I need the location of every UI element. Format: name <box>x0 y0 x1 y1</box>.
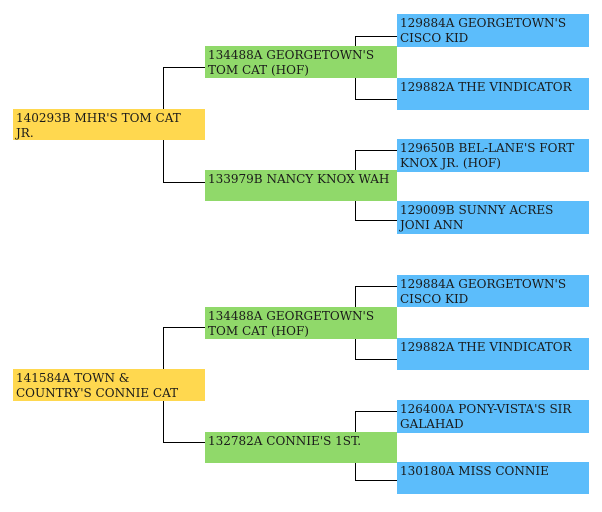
connector-line <box>355 150 397 151</box>
sire-dam-name: 129882A THE VINDICATOR <box>400 340 572 354</box>
sire-name: 134488A GEORGETOWN'S TOM CAT (HOF) <box>208 48 375 77</box>
dam-dam-box[interactable]: 130180A MISS CONNIE <box>397 462 589 494</box>
sire-box[interactable]: 134488A GEORGETOWN'S TOM CAT (HOF) <box>205 46 397 78</box>
subject-name: 141584A TOWN & COUNTRY'S CONNIE CAT <box>16 371 179 400</box>
dam-box[interactable]: 133979B NANCY KNOX WAH <box>205 170 397 201</box>
sire-dam-name: 129882A THE VINDICATOR <box>400 80 572 94</box>
subject-box[interactable]: 140293B MHR'S TOM CAT JR. <box>13 109 205 140</box>
sire-dam-box[interactable]: 129882A THE VINDICATOR <box>397 338 589 370</box>
connector-line <box>163 327 205 328</box>
dam-sire-name: 126400A PONY-VISTA'S SIR GALAHAD <box>400 402 572 431</box>
sire-sire-box[interactable]: 129884A GEORGETOWN'S CISCO KID <box>397 14 589 47</box>
connector-line <box>355 286 397 287</box>
dam-box[interactable]: 132782A CONNIE'S 1ST. <box>205 432 397 463</box>
dam-name: 132782A CONNIE'S 1ST. <box>208 434 362 448</box>
dam-sire-box[interactable]: 126400A PONY-VISTA'S SIR GALAHAD <box>397 400 589 433</box>
subject-box[interactable]: 141584A TOWN & COUNTRY'S CONNIE CAT <box>13 369 205 401</box>
connector-line <box>355 99 397 100</box>
dam-name: 133979B NANCY KNOX WAH <box>208 172 390 186</box>
sire-sire-box[interactable]: 129884A GEORGETOWN'S CISCO KID <box>397 275 589 307</box>
connector-line <box>163 182 205 183</box>
dam-dam-name: 129009B SUNNY ACRES JONI ANN <box>400 203 554 232</box>
connector-line <box>355 36 397 37</box>
dam-sire-box[interactable]: 129650B BEL-LANE'S FORT KNOX JR. (HOF) <box>397 139 589 172</box>
dam-sire-name: 129650B BEL-LANE'S FORT KNOX JR. (HOF) <box>400 141 575 170</box>
sire-sire-name: 129884A GEORGETOWN'S CISCO KID <box>400 16 567 45</box>
connector-line <box>355 480 397 481</box>
dam-dam-name: 130180A MISS CONNIE <box>400 464 549 478</box>
connector-line <box>355 411 397 412</box>
dam-dam-box[interactable]: 129009B SUNNY ACRES JONI ANN <box>397 201 589 234</box>
sire-box[interactable]: 134488A GEORGETOWN'S TOM CAT (HOF) <box>205 307 397 339</box>
connector-line <box>163 67 205 68</box>
connector-line <box>355 220 397 221</box>
sire-dam-box[interactable]: 129882A THE VINDICATOR <box>397 78 589 110</box>
connector-line <box>355 359 397 360</box>
subject-name: 140293B MHR'S TOM CAT JR. <box>16 111 181 140</box>
sire-name: 134488A GEORGETOWN'S TOM CAT (HOF) <box>208 309 375 338</box>
connector-line <box>163 442 205 443</box>
sire-sire-name: 129884A GEORGETOWN'S CISCO KID <box>400 277 567 306</box>
